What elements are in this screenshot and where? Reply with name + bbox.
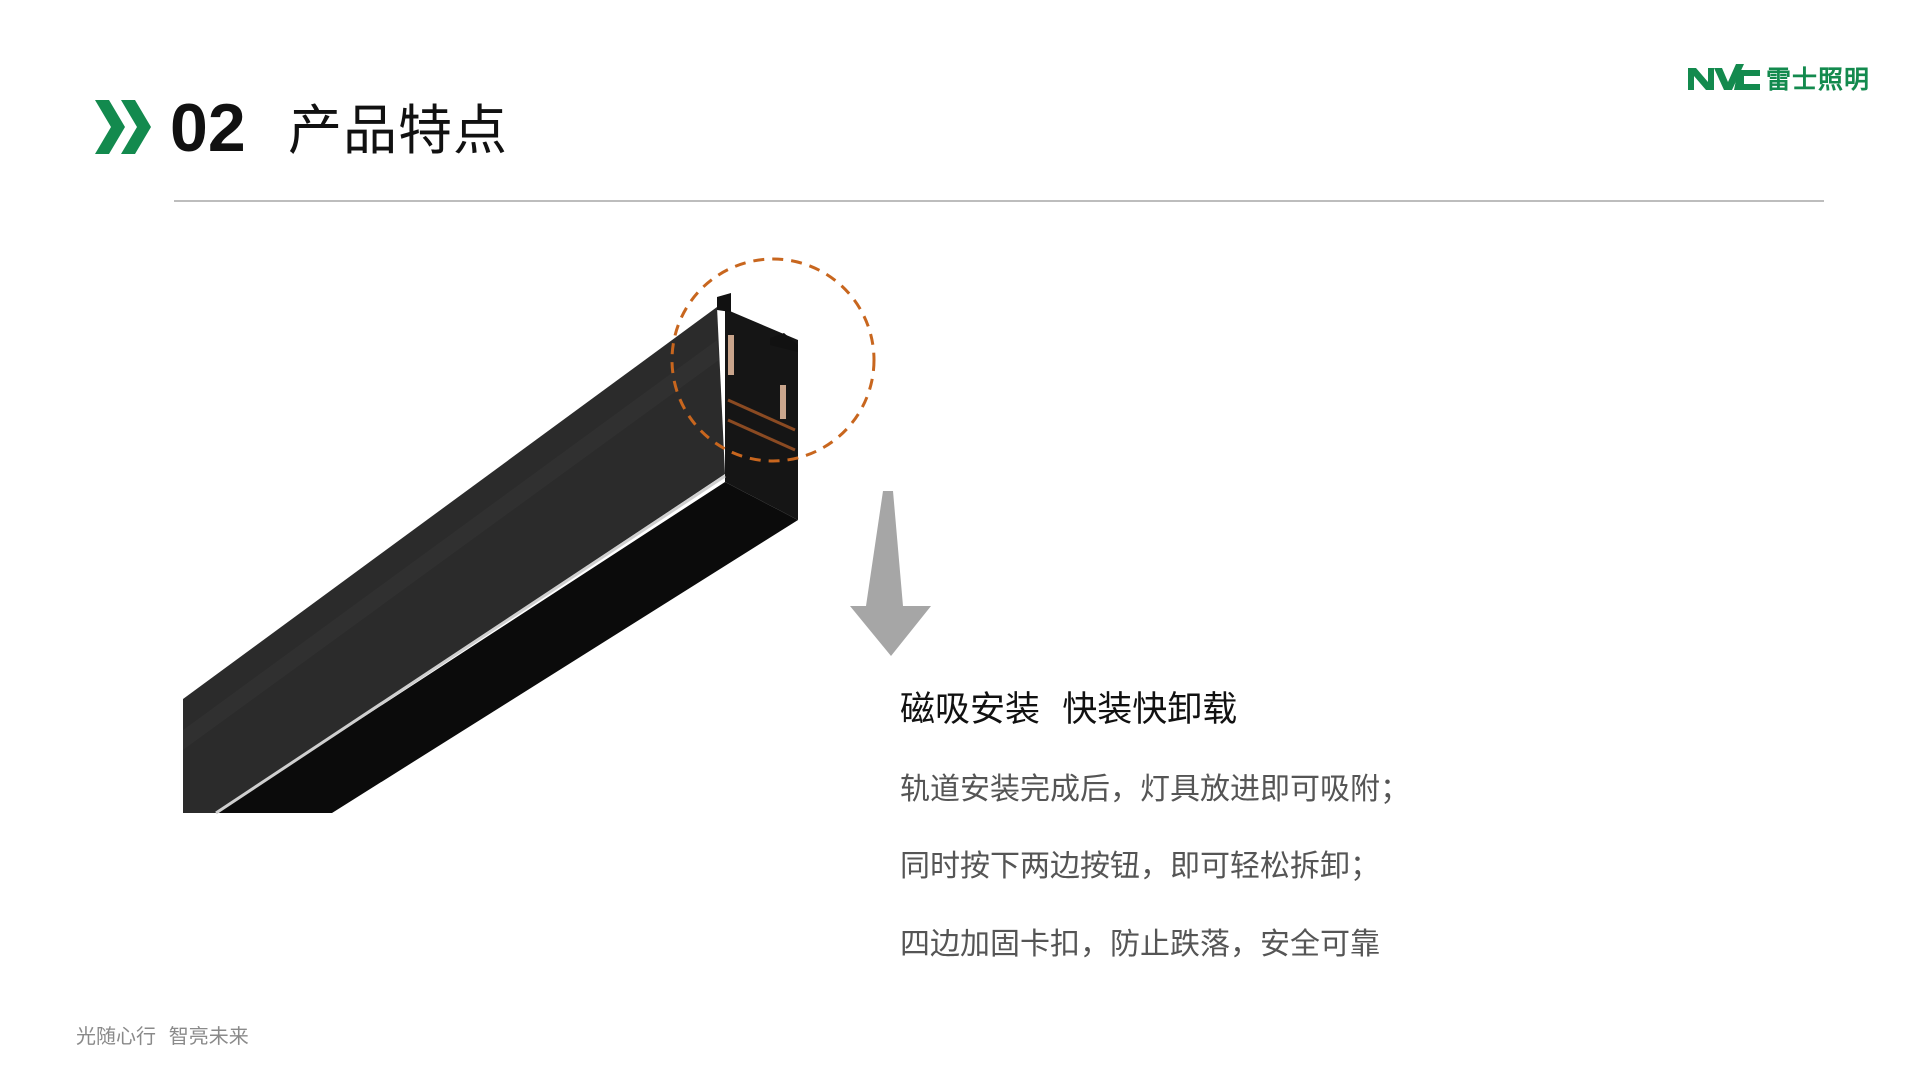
double-chevron-icon [95, 100, 151, 154]
feature-heading: 磁吸安装 快装快卸载 [900, 690, 1238, 730]
highlight-dashed-circle [670, 257, 876, 463]
feature-line: 四边加固卡扣，防止跌落，安全可靠 [900, 927, 1380, 962]
brand-logo: 雷士照明 [1688, 60, 1870, 96]
footer-slogan: 光随心行 智亮未来 [76, 1024, 249, 1048]
down-arrow-icon [850, 491, 931, 656]
section-number: 02 [170, 90, 246, 166]
feature-line: 轨道安装完成后，灯具放进即可吸附； [900, 772, 1410, 807]
header-divider [174, 200, 1824, 202]
magnetic-track-rail-image [183, 293, 798, 815]
nvc-logo-mark-icon [1688, 64, 1760, 90]
page-title: 产品特点 [288, 99, 508, 162]
feature-line: 同时按下两边按钮，即可轻松拆卸； [900, 849, 1380, 884]
logo-text: 雷士照明 [1766, 65, 1871, 94]
